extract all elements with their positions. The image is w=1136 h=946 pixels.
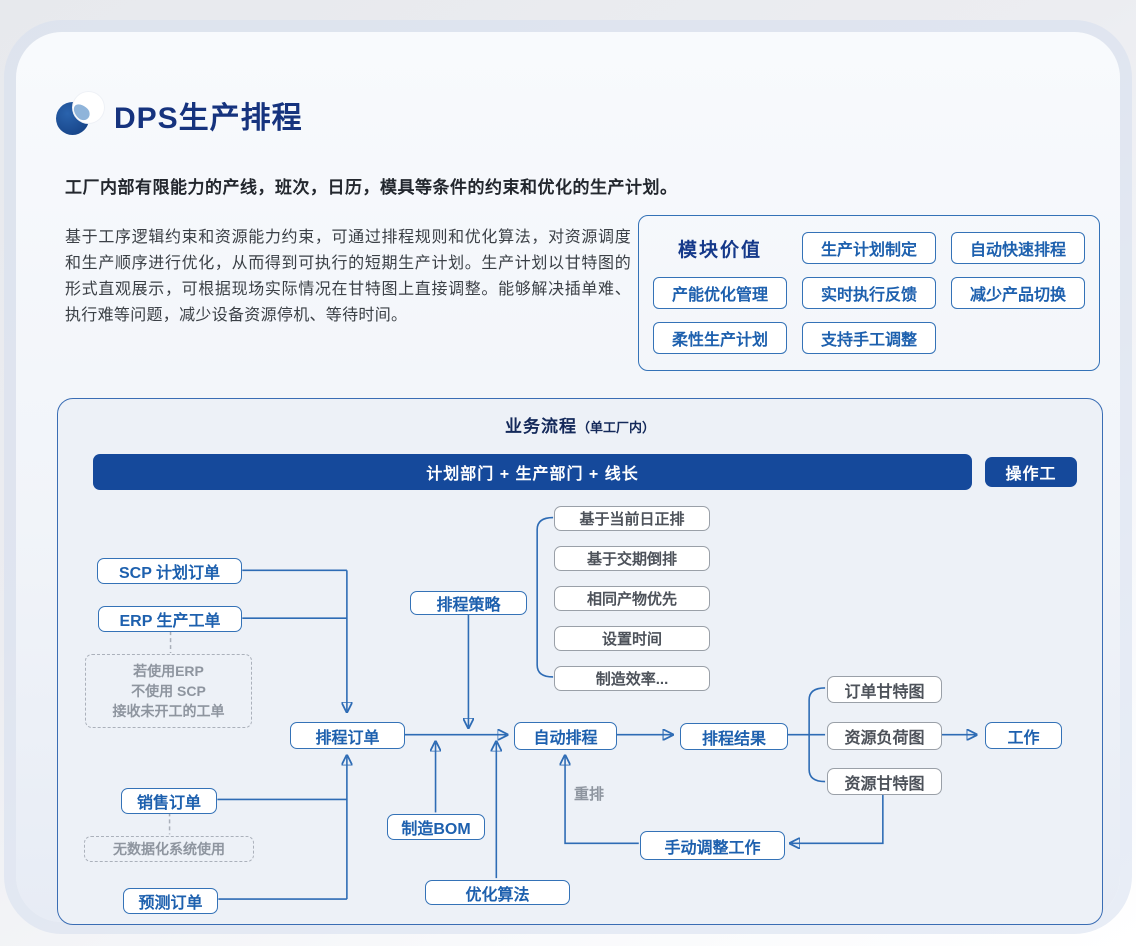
node-sales-orders: 销售订单 — [121, 788, 217, 814]
strategy-item: 设置时间 — [554, 626, 710, 651]
node-erp-work-orders: ERP 生产工单 — [98, 606, 242, 632]
node-manufacturing-bom: 制造BOM — [387, 814, 485, 840]
flow-title-main: 业务流程 — [504, 417, 577, 436]
flow-title-suffix: （单工厂内） — [576, 420, 655, 435]
strategy-item: 相同产物优先 — [554, 586, 710, 611]
operator-badge: 操作工 — [985, 457, 1077, 487]
node-auto-schedule: 自动排程 — [514, 722, 617, 750]
module-value-chip: 实时执行反馈 — [802, 277, 936, 309]
business-flow-panel: 业务流程（单工厂内） 计划部门 + 生产部门 + 线长 操作工 SCP 计划订单… — [57, 398, 1103, 925]
page-subtitle: 工厂内部有限能力的产线，班次，日历，模具等条件的约束和优化的生产计划。 — [65, 178, 678, 197]
strategy-item: 基于交期倒排 — [554, 546, 710, 571]
node-scp-plan-orders: SCP 计划订单 — [97, 558, 242, 584]
node-schedule-result: 排程结果 — [680, 723, 788, 750]
brand-sphere-icon — [56, 92, 106, 138]
node-schedule-orders: 排程订单 — [290, 722, 405, 749]
note-erp-scp-condition: 若使用ERP 不使用 SCP 接收未开工的工单 — [85, 654, 252, 728]
node-resource-gantt: 资源甘特图 — [827, 768, 942, 795]
module-value-chip: 支持手工调整 — [802, 322, 936, 354]
module-values-panel: 模块价值 生产计划制定 自动快速排程 产能优化管理 实时执行反馈 减少产品切换 … — [638, 215, 1100, 371]
module-values-title: 模块价值 — [677, 239, 762, 261]
page-title: DPS生产排程 — [114, 102, 303, 135]
node-resource-load: 资源负荷图 — [827, 722, 942, 750]
node-schedule-strategy: 排程策略 — [410, 591, 527, 615]
node-optimization-algorithm: 优化算法 — [425, 880, 570, 905]
node-manual-adjust-work: 手动调整工作 — [640, 831, 785, 860]
description-paragraph: 基于工序逻辑约束和资源能力约束，可通过排程规则和优化算法，对资源调度和生产顺序进… — [65, 229, 631, 324]
module-value-chip: 柔性生产计划 — [653, 322, 787, 354]
strategy-item: 基于当前日正排 — [554, 506, 710, 531]
roles-bar: 计划部门 + 生产部门 + 线长 — [93, 454, 972, 490]
header: DPS生产排程 — [56, 92, 303, 138]
note-no-digital-system: 无数据化系统使用 — [84, 836, 254, 862]
module-value-chip: 产能优化管理 — [653, 277, 787, 309]
node-forecast-orders: 预测订单 — [123, 888, 218, 914]
node-order-gantt: 订单甘特图 — [827, 676, 942, 703]
flow-title: 业务流程（单工厂内） — [58, 412, 1102, 437]
node-work: 工作 — [985, 722, 1062, 749]
reschedule-edge-label: 重排 — [574, 786, 605, 803]
module-value-chip: 生产计划制定 — [802, 232, 936, 264]
module-value-chip: 自动快速排程 — [951, 232, 1085, 264]
content-card: DPS生产排程 工厂内部有限能力的产线，班次，日历，模具等条件的约束和优化的生产… — [16, 32, 1120, 925]
module-value-chip: 减少产品切换 — [951, 277, 1085, 309]
strategy-item: 制造效率... — [554, 666, 710, 691]
